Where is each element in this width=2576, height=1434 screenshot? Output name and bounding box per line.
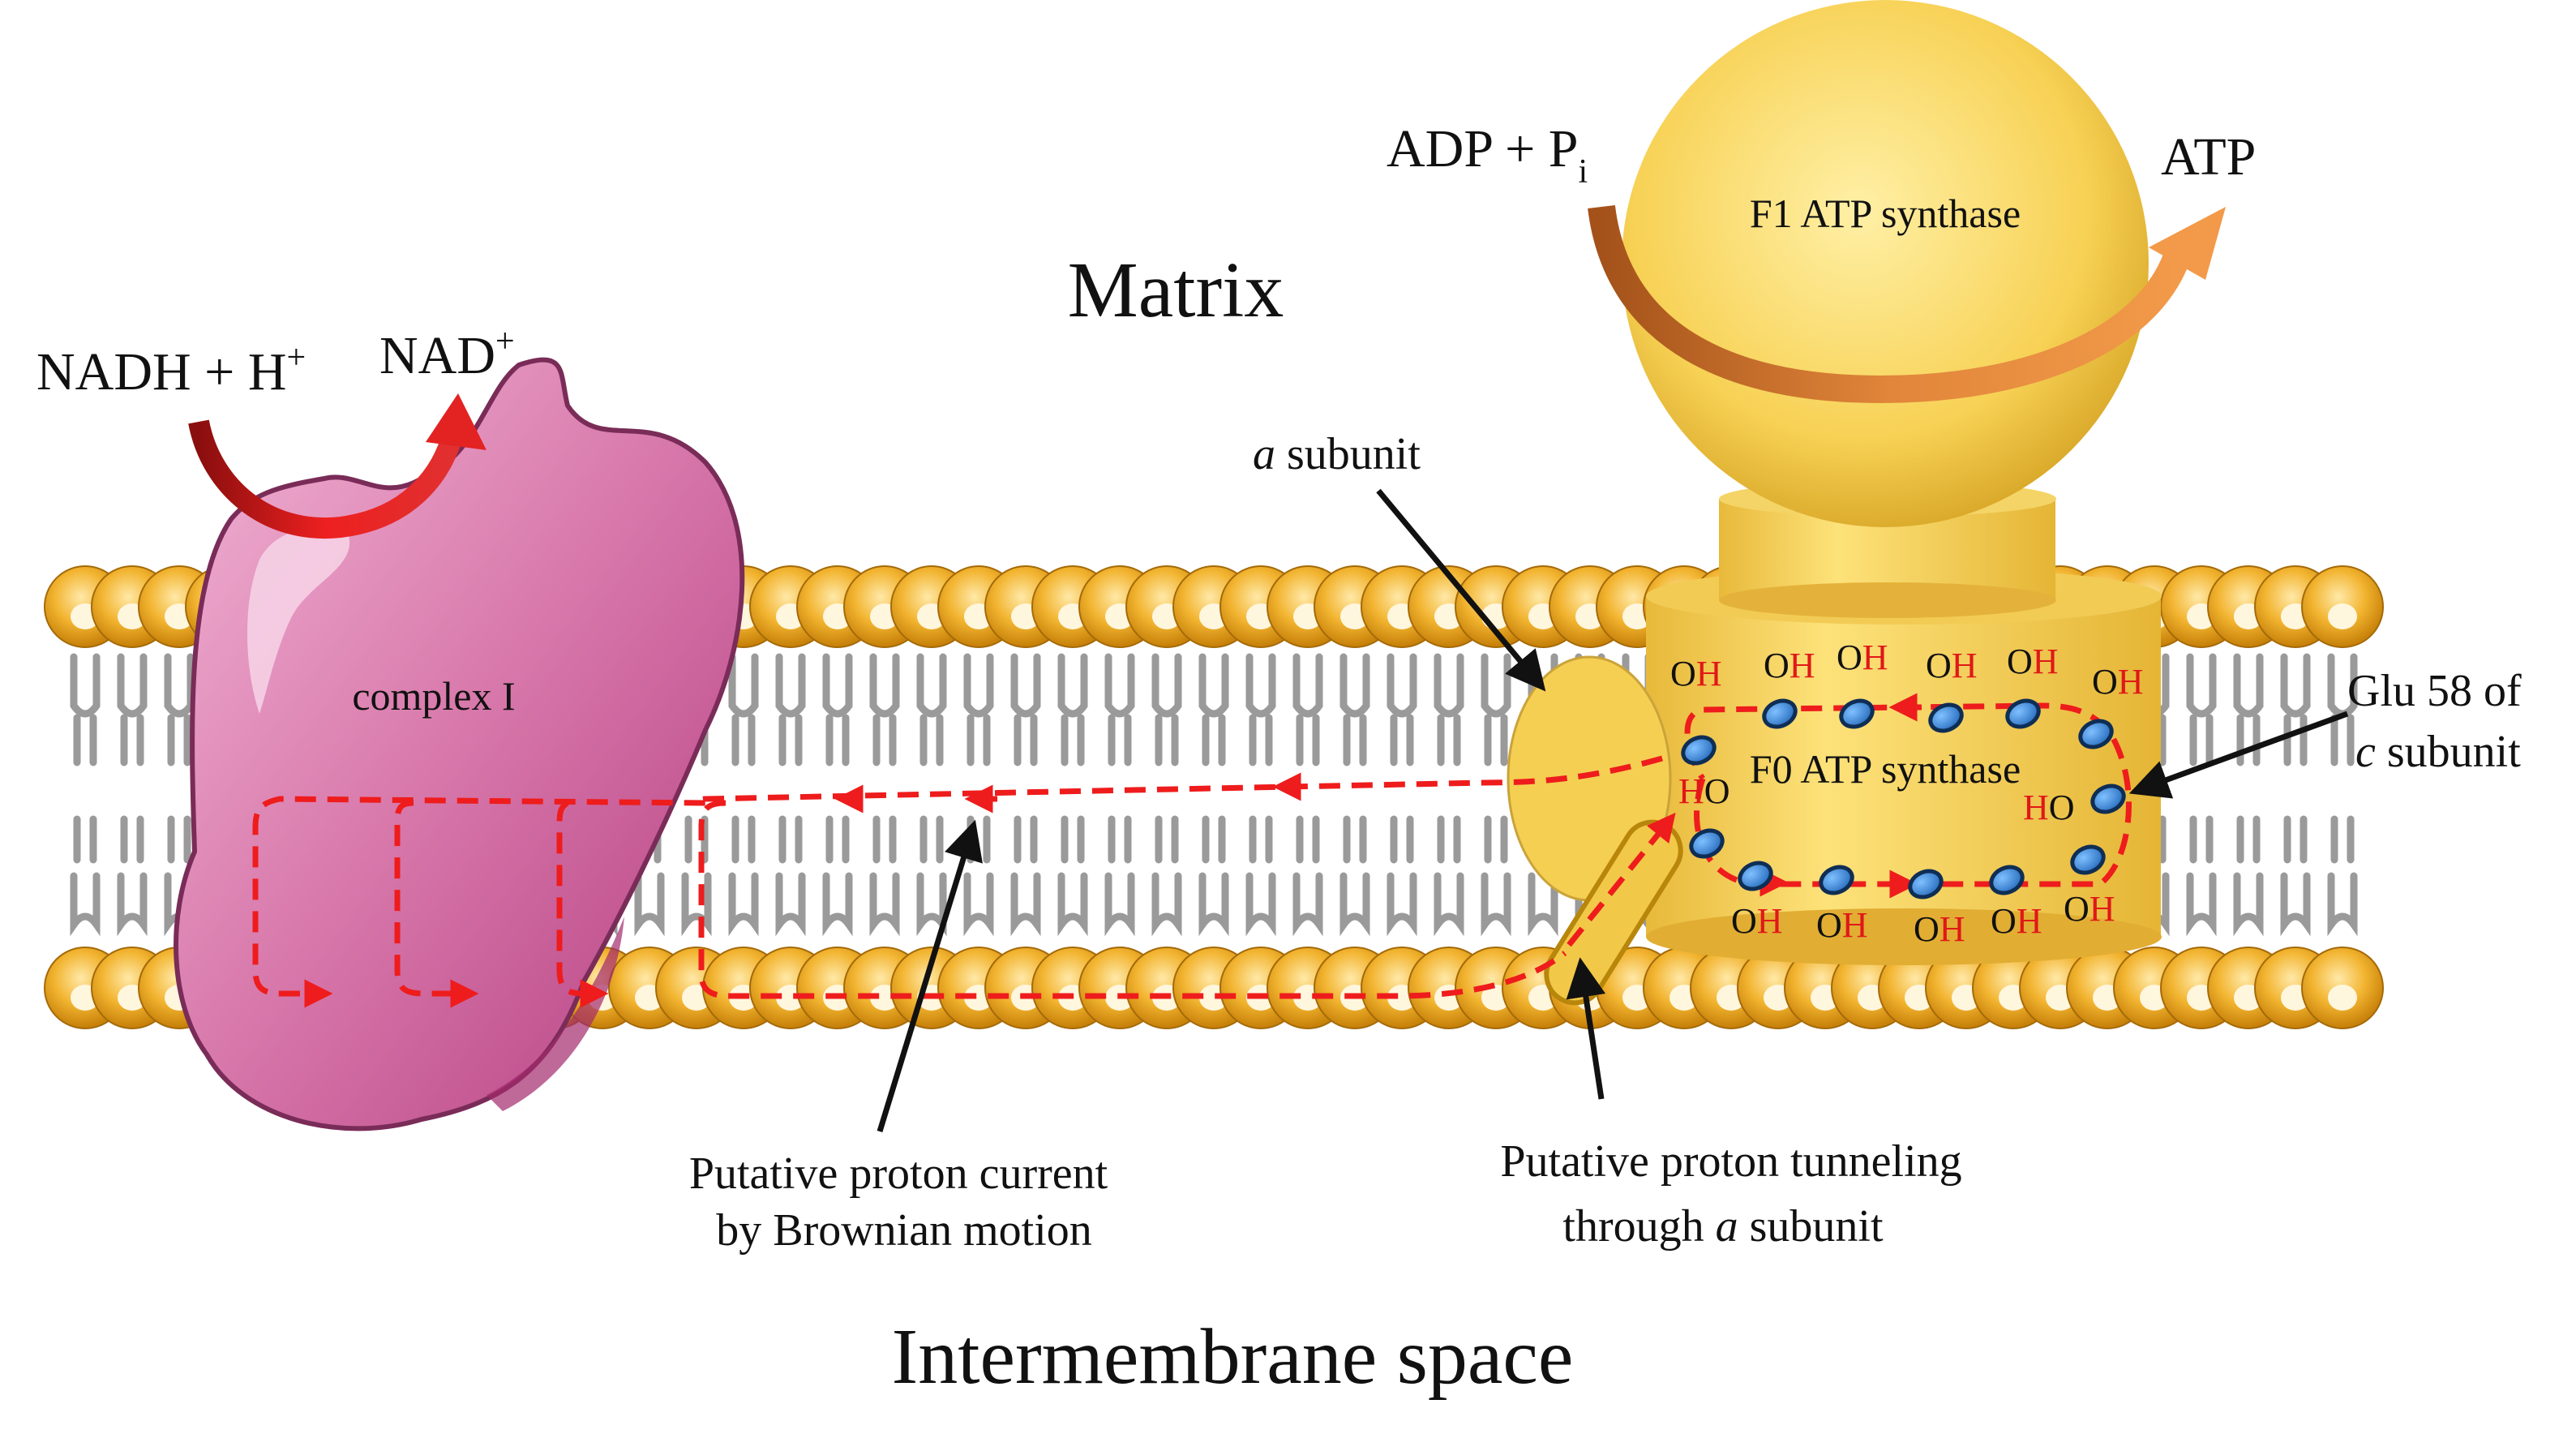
hydroxyl-label: OH bbox=[1837, 638, 1888, 677]
proton-tunnel-label-line2: through a subunit bbox=[1562, 1201, 1884, 1252]
lipid-tail bbox=[1151, 653, 1182, 937]
f1-label: F1 ATP synthase bbox=[1750, 191, 2021, 236]
lipid-tail bbox=[2233, 653, 2264, 937]
hydroxyl-label: OH bbox=[1816, 905, 1868, 945]
hydroxyl-label: OH bbox=[1670, 654, 1722, 693]
lipid-tail bbox=[117, 653, 148, 937]
glu-bead bbox=[1681, 735, 1717, 766]
lipid-tail bbox=[2280, 653, 2311, 937]
glu-bead bbox=[1839, 698, 1875, 729]
lipid-tail bbox=[1245, 653, 1276, 937]
proton-tunnel-label-line1: Putative proton tunneling bbox=[1500, 1136, 1961, 1187]
complex-i bbox=[174, 357, 745, 1131]
lipid-tail bbox=[1434, 653, 1464, 937]
lipid-tail bbox=[963, 653, 994, 937]
hydroxyl-label: OH bbox=[1731, 901, 1783, 941]
glu-bead bbox=[1738, 861, 1773, 891]
lipid-tail bbox=[869, 653, 900, 937]
matrix-label: Matrix bbox=[1068, 247, 1284, 334]
proton-path bbox=[252, 693, 2132, 1008]
glu-label-line1: Glu 58 of bbox=[2347, 666, 2522, 716]
glu-bead bbox=[2078, 719, 2114, 749]
hydroxyl-label: OH bbox=[1764, 646, 1815, 685]
proton-current-label-line1: Putative proton current bbox=[689, 1148, 1108, 1199]
glu-bead bbox=[2090, 784, 2126, 814]
nadh-arrow bbox=[188, 419, 465, 539]
lipid-bilayer bbox=[44, 565, 2384, 1029]
proton-current-label-line2: by Brownian motion bbox=[716, 1205, 1092, 1256]
glu-bead bbox=[1908, 869, 1944, 899]
lipid-tail bbox=[1292, 653, 1323, 937]
pointer-arrows bbox=[877, 488, 2349, 1133]
atp-label: ATP bbox=[2161, 127, 2256, 187]
f1-atp-synthase bbox=[1622, 0, 2149, 527]
complex-i-label: complex I bbox=[352, 673, 515, 719]
hydroxyl-label: OH bbox=[1926, 646, 1978, 685]
lipid-head-highlight bbox=[2328, 985, 2357, 1011]
lipid-tail bbox=[1198, 653, 1229, 937]
glu-bead bbox=[2070, 844, 2106, 875]
lipid-tail bbox=[775, 653, 806, 937]
glu-bead bbox=[1819, 865, 1854, 895]
lipid-tail bbox=[1339, 653, 1370, 937]
lipid-tail bbox=[728, 653, 759, 937]
glu-bead bbox=[1928, 702, 1964, 733]
hydroxyl-label: OH bbox=[2092, 662, 2144, 702]
lipid-tail bbox=[1481, 653, 1511, 937]
atp-arrow bbox=[1588, 204, 2195, 404]
lipid-tail bbox=[2186, 653, 2217, 937]
nad-label: NAD+ bbox=[379, 323, 515, 385]
glu-bead bbox=[1989, 865, 2025, 895]
hydroxyl-label: OH bbox=[1914, 909, 1965, 949]
adp-label: ADP + Pi bbox=[1387, 119, 1588, 191]
lipid-tail bbox=[822, 653, 853, 937]
atp-arrow-head bbox=[2149, 207, 2226, 280]
nadh-label: NADH + H+ bbox=[36, 339, 306, 401]
hydroxyl-label: HO bbox=[2023, 788, 2075, 827]
hydroxyl-label: OH bbox=[2064, 889, 2115, 929]
lipid-tail bbox=[1057, 653, 1088, 937]
glu-bead bbox=[1689, 828, 1725, 859]
lipid-tail bbox=[70, 653, 101, 937]
lipid-tail bbox=[916, 653, 947, 937]
nadh-arrow-head bbox=[426, 393, 486, 450]
a-subunit-label: a subunit bbox=[1253, 429, 1421, 479]
glu-bead bbox=[1762, 698, 1798, 729]
glu-label-line2: c subunit bbox=[2355, 727, 2521, 777]
c-ring-glu-residues: OH OH OH OH OH OH HO OH OH OH OH OH HO bbox=[1670, 638, 2144, 949]
lipid-tail bbox=[1387, 653, 1417, 937]
intermembrane-label: Intermembrane space bbox=[892, 1313, 1574, 1401]
lipid-tail bbox=[1010, 653, 1041, 937]
lipid-head-highlight bbox=[2328, 603, 2357, 629]
lipid-tail bbox=[1104, 653, 1135, 937]
f0-label: F0 ATP synthase bbox=[1750, 746, 2021, 792]
hydroxyl-label: OH bbox=[1991, 901, 2042, 941]
hydroxyl-label: OH bbox=[2007, 642, 2059, 681]
hydroxyl-label: HO bbox=[1678, 771, 1730, 811]
glu-bead bbox=[2005, 698, 2041, 729]
